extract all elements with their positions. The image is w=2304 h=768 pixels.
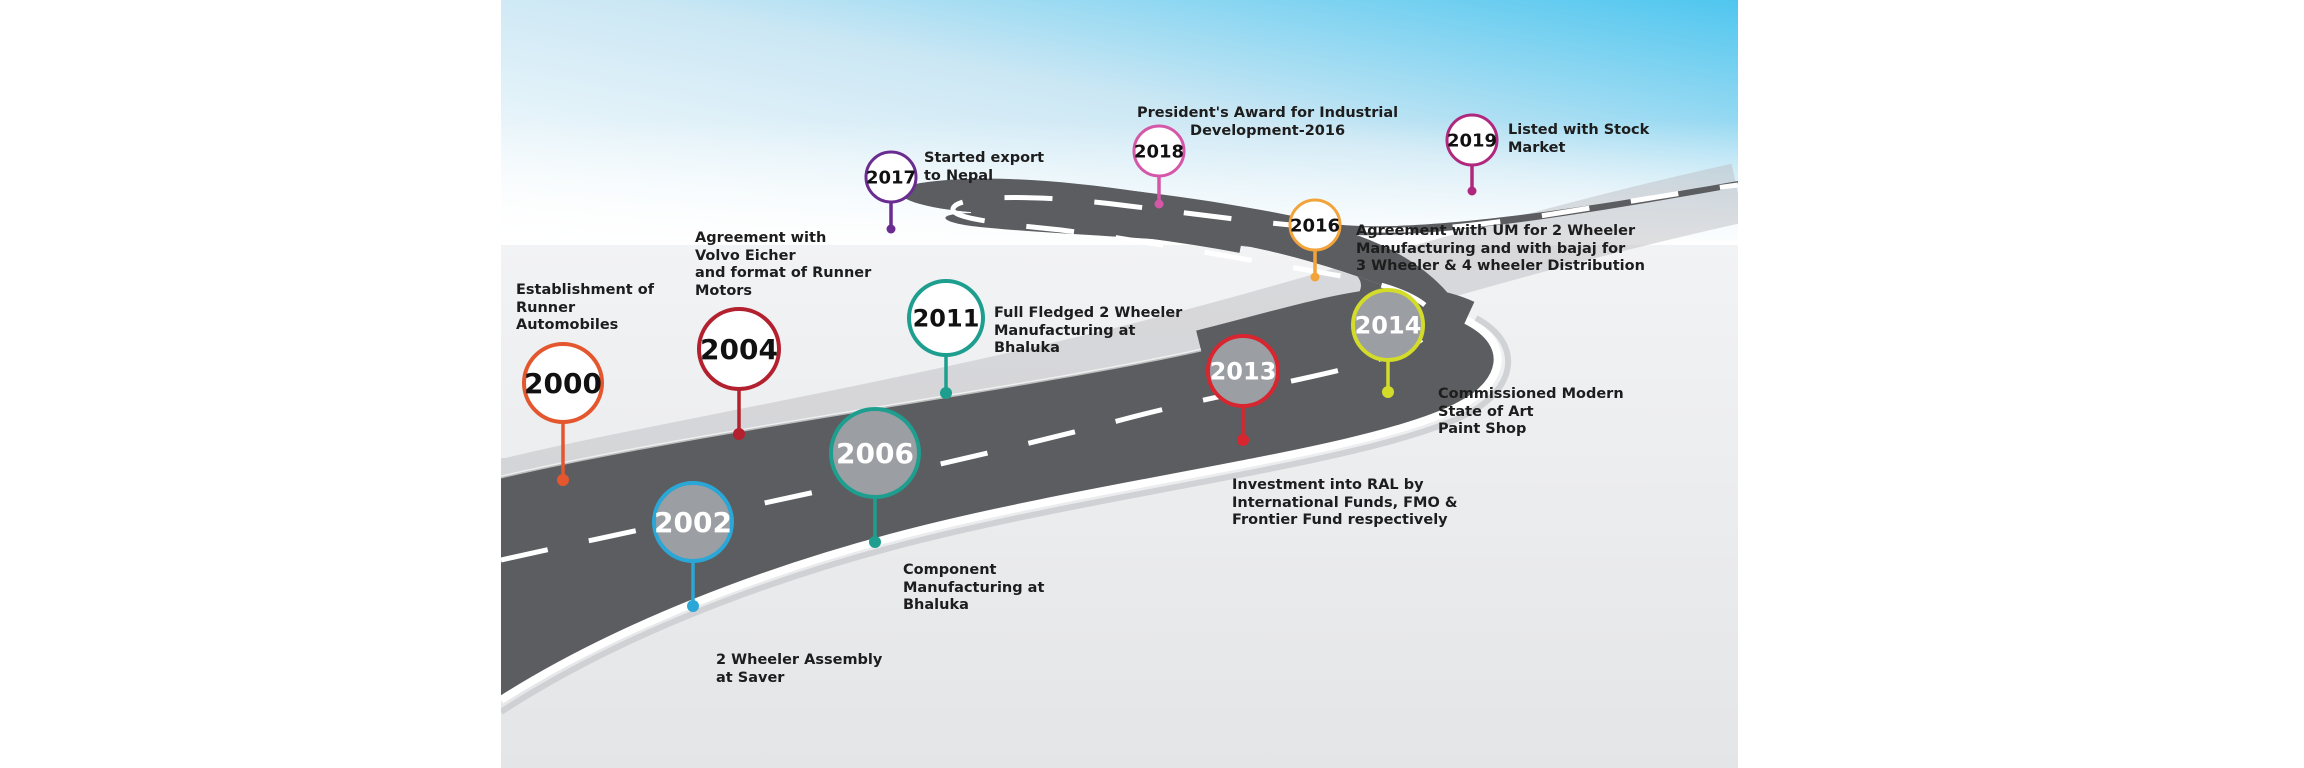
marker-circle bbox=[864, 150, 918, 204]
marker-dot bbox=[687, 600, 699, 612]
marker-dot bbox=[1467, 186, 1477, 196]
milestone-description-2013: Investment into RAL by International Fun… bbox=[1232, 477, 1458, 528]
milestone-year: 2002 bbox=[654, 506, 732, 539]
milestone-marker-2000: 2000 bbox=[522, 342, 604, 486]
marker-dot bbox=[733, 428, 745, 440]
milestone-year: 2000 bbox=[524, 367, 602, 400]
milestone-marker-2004: 2004 bbox=[697, 307, 781, 440]
marker-dot bbox=[1382, 386, 1394, 398]
road-center-line bbox=[501, 182, 1738, 563]
milestone-marker-2013: 2013 bbox=[1206, 334, 1280, 446]
marker-circle bbox=[652, 481, 734, 563]
milestone-description-2006: Component Manufacturing at Bhaluka bbox=[903, 562, 1045, 613]
milestone-marker-2006: 2006 bbox=[829, 407, 921, 548]
milestone-description-2016: Agreement with UM for 2 Wheeler Manufact… bbox=[1356, 223, 1645, 274]
milestone-marker-2016: 2016 bbox=[1288, 198, 1342, 282]
milestone-description-2017: Started export to Nepal bbox=[924, 150, 1045, 184]
marker-dot bbox=[869, 536, 881, 548]
marker-circle bbox=[1288, 198, 1342, 252]
roadmap-scene: 2000 2002 2004 2006 2011 2013 2014 2016 2017 2018… bbox=[501, 0, 1738, 768]
marker-dot bbox=[886, 224, 896, 234]
milestone-description-2011: Full Fledged 2 Wheeler Manufacturing at … bbox=[994, 305, 1183, 356]
marker-circle bbox=[1132, 124, 1186, 178]
milestone-year: 2011 bbox=[913, 305, 980, 333]
milestone-marker-2019: 2019 bbox=[1445, 113, 1499, 196]
marker-circle bbox=[1351, 288, 1425, 362]
milestone-description-2014: Commissioned Modern State of Art Paint S… bbox=[1438, 386, 1624, 437]
milestone-description-2000: Establishment of Runner Automobiles bbox=[516, 282, 655, 333]
marker-circle bbox=[522, 342, 604, 424]
milestone-description-2002: 2 Wheeler Assembly at Saver bbox=[716, 652, 883, 686]
milestone-year: 2016 bbox=[1290, 215, 1340, 236]
milestone-year: 2017 bbox=[866, 167, 916, 188]
marker-circle bbox=[1445, 113, 1499, 167]
marker-dot bbox=[1154, 199, 1164, 209]
marker-circle bbox=[829, 407, 921, 499]
milestone-year: 2013 bbox=[1210, 358, 1277, 386]
marker-circle bbox=[1206, 334, 1280, 408]
milestone-description-2018: President's Award for Industrial Develop… bbox=[1137, 105, 1399, 139]
marker-circle bbox=[697, 307, 781, 391]
milestone-year: 2018 bbox=[1134, 141, 1184, 162]
milestone-description-2004: Agreement with Volvo Eicher and format o… bbox=[695, 230, 872, 299]
milestone-year: 2019 bbox=[1447, 130, 1497, 151]
marker-dot bbox=[1310, 272, 1320, 282]
milestone-year: 2014 bbox=[1355, 312, 1422, 340]
milestone-year: 2006 bbox=[836, 437, 914, 470]
marker-dot bbox=[940, 387, 952, 399]
milestone-marker-2017: 2017 bbox=[864, 150, 918, 234]
milestone-markers: 2000 2002 2004 2006 2011 2013 2014 2016 2017 2018… bbox=[522, 113, 1499, 612]
milestone-year: 2004 bbox=[700, 333, 778, 366]
marker-circle bbox=[907, 279, 985, 357]
marker-dot bbox=[1237, 434, 1249, 446]
milestone-marker-2018: 2018 bbox=[1132, 124, 1186, 209]
milestone-marker-2014: 2014 bbox=[1351, 288, 1425, 398]
milestone-marker-2002: 2002 bbox=[652, 481, 734, 612]
marker-dot bbox=[557, 474, 569, 486]
milestone-description-2019: Listed with Stock Market bbox=[1508, 122, 1650, 156]
milestone-marker-2011: 2011 bbox=[907, 279, 985, 399]
